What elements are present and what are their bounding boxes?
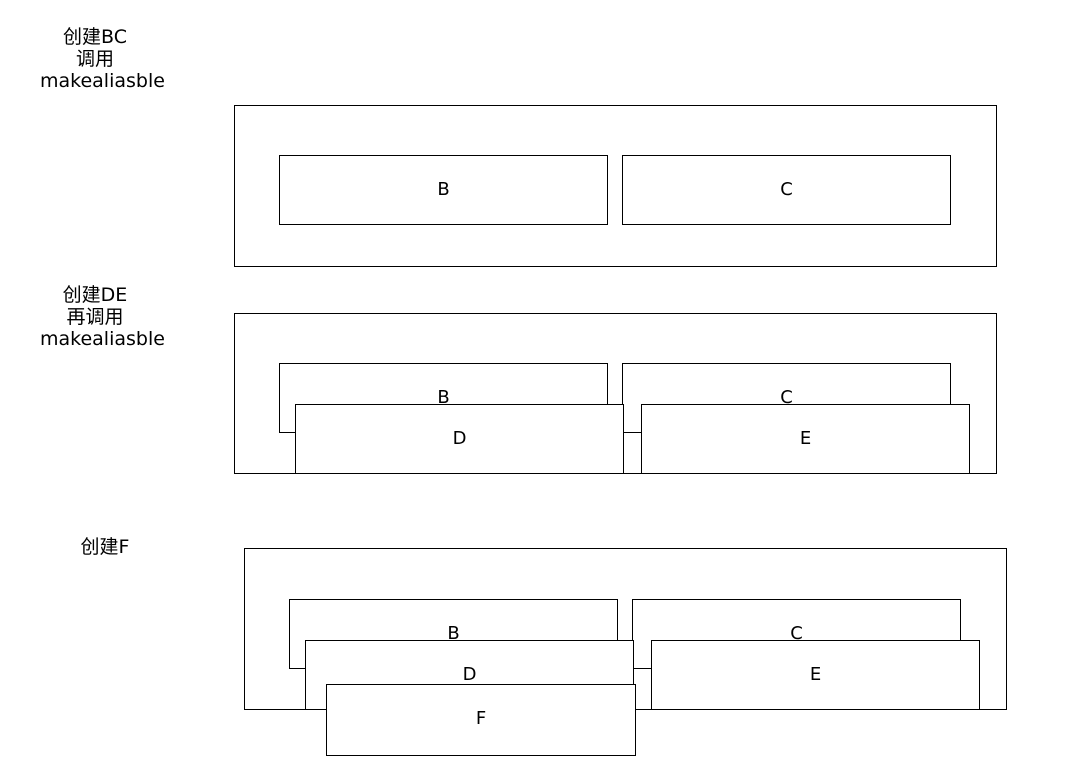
step1-label-line-1: 创建BC: [63, 26, 127, 48]
step1-label: 创建BC 调用 makealiasble: [40, 26, 165, 92]
step1-container: [234, 105, 997, 267]
step1-box-b-label: B: [437, 179, 450, 200]
step3-label-line-1: 创建F: [80, 536, 130, 558]
step2-box-d-label: D: [452, 428, 467, 449]
step2-label-line-2: 再调用: [66, 306, 124, 328]
step2-label-line-1: 创建DE: [62, 284, 128, 306]
step3-box-b-label: B: [447, 623, 460, 644]
step1-label-line-2: 调用: [75, 48, 114, 70]
step1-box-c: C: [622, 155, 951, 225]
step3-box-c-label: C: [790, 623, 803, 644]
step3-box-f: F: [326, 684, 636, 756]
step3-box-e-label: E: [809, 664, 822, 685]
step3-box-f-label: F: [475, 708, 487, 729]
step3-label: 创建F: [60, 536, 150, 558]
step2-box-d: D: [295, 404, 624, 474]
step1-box-c-label: C: [780, 179, 793, 200]
step1-box-b: B: [279, 155, 608, 225]
step2-box-e: E: [641, 404, 970, 474]
step3-box-e: E: [651, 640, 980, 710]
step2-label-line-3: makealiasble: [40, 328, 165, 350]
step1-label-line-3: makealiasble: [40, 70, 165, 92]
step2-box-e-label: E: [799, 428, 812, 449]
step2-box-c-label: C: [780, 387, 793, 408]
step2-label: 创建DE 再调用 makealiasble: [40, 284, 165, 350]
step3-box-d-label: D: [462, 664, 477, 685]
step2-box-b-label: B: [437, 387, 450, 408]
